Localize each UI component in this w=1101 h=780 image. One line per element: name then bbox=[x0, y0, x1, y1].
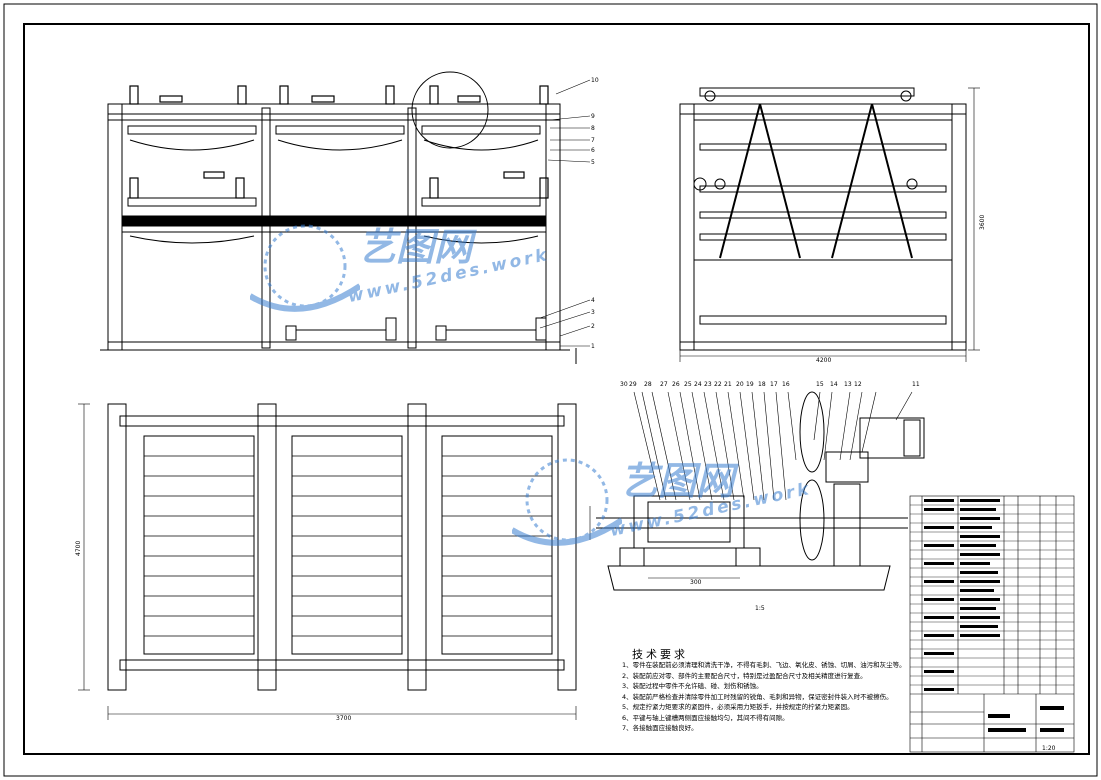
callout-10: 10 bbox=[591, 77, 599, 84]
callout-6: 6 bbox=[591, 147, 595, 154]
tech-requirement-item: 1、零件在装配前必须清理和清洗干净，不得有毛刺、飞边、氧化皮、锈蚀、切屑、油污和… bbox=[622, 661, 906, 669]
callout-13: 13 bbox=[844, 381, 852, 388]
callout-25: 25 bbox=[684, 381, 692, 388]
tech-requirement-item: 3、装配过程中零件不允许磕、碰、划伤和锈蚀。 bbox=[622, 682, 763, 690]
plan-width-dimension: 3700 bbox=[336, 715, 351, 722]
front-callouts: 10 9 8 7 6 5 4 3 2 1 bbox=[591, 77, 599, 350]
callout-14: 14 bbox=[830, 381, 838, 388]
callout-20: 20 bbox=[736, 381, 744, 388]
callout-26: 26 bbox=[672, 381, 680, 388]
tech-requirements-list: 1、零件在装配前必须清理和清洗干净，不得有毛刺、飞边、氧化皮、锈蚀、切屑、油污和… bbox=[622, 660, 906, 734]
tech-requirement-item: 4、装配前严格检查并清除零件加工时残留的锐角、毛刺和异物，保证密封件装入时不被擦… bbox=[622, 692, 893, 701]
front-view bbox=[100, 71, 591, 364]
detail-span-dimension: 300 bbox=[690, 579, 702, 586]
callout-16: 16 bbox=[782, 381, 790, 388]
callout-9: 9 bbox=[591, 113, 595, 120]
bom-rows bbox=[910, 504, 1074, 686]
side-width-dimension: 4200 bbox=[816, 357, 831, 364]
inner-border bbox=[23, 23, 1090, 755]
tech-requirements-title: 技术要求 bbox=[632, 648, 688, 661]
callout-8: 8 bbox=[591, 125, 595, 132]
callout-15: 15 bbox=[816, 381, 824, 388]
detail-view bbox=[589, 391, 925, 591]
callout-29: 29 bbox=[629, 381, 637, 388]
side-view bbox=[679, 87, 980, 362]
callout-2: 2 bbox=[591, 323, 595, 330]
callout-7: 7 bbox=[591, 137, 595, 144]
callout-21: 21 bbox=[724, 381, 732, 388]
plan-height-dimension: 4700 bbox=[75, 541, 82, 556]
callout-1: 1 bbox=[591, 343, 595, 350]
callout-4: 4 bbox=[591, 297, 595, 304]
tech-requirement-item: 7、各接触面应接触良好。 bbox=[622, 724, 698, 732]
plan-view bbox=[78, 403, 577, 720]
callout-11: 11 bbox=[912, 381, 920, 388]
callout-5: 5 bbox=[591, 159, 595, 166]
callout-17: 17 bbox=[770, 381, 778, 388]
callout-19: 19 bbox=[746, 381, 754, 388]
bill-of-materials bbox=[909, 495, 1075, 753]
callout-28: 28 bbox=[644, 381, 652, 388]
callout-30: 30 bbox=[620, 381, 628, 388]
callout-12: 12 bbox=[854, 381, 862, 388]
callout-27: 27 bbox=[660, 381, 668, 388]
detail-scale: 1:5 bbox=[755, 605, 765, 612]
title-block-scale: 1:20 bbox=[1042, 745, 1056, 752]
side-height-dimension: 3600 bbox=[979, 215, 986, 230]
callout-18: 18 bbox=[758, 381, 766, 388]
callout-23: 23 bbox=[704, 381, 712, 388]
callout-3: 3 bbox=[591, 309, 595, 316]
outer-border bbox=[3, 3, 1098, 777]
tech-requirement-item: 6、平键与轴上键槽两侧面应接触均匀，其间不得有间隙。 bbox=[622, 713, 789, 722]
bom-text-blocks bbox=[924, 499, 1064, 732]
callout-24: 24 bbox=[694, 381, 702, 388]
tech-requirement-item: 5、规定拧紧力矩要求的紧固件，必须采用力矩扳手，并按规定的拧紧力矩紧固。 bbox=[622, 703, 854, 711]
tech-requirement-item: 2、装配前应对零、部件的主要配合尺寸，特别是过盈配合尺寸及相关精度进行复查。 bbox=[622, 671, 867, 680]
callout-22: 22 bbox=[714, 381, 722, 388]
